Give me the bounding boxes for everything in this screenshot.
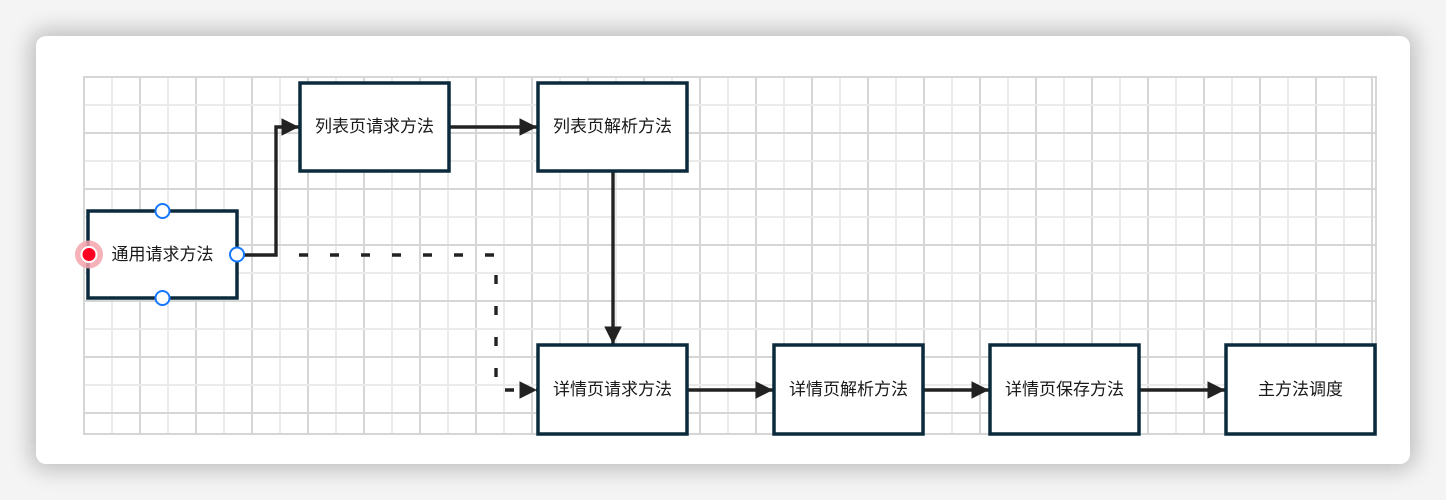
node-label: 通用请求方法 (112, 245, 214, 265)
node-box[interactable] (988, 343, 1141, 436)
node-box[interactable] (1224, 343, 1377, 436)
node-label: 详情页请求方法 (553, 380, 672, 400)
node-detail-req[interactable]: 详情页请求方法 (536, 343, 689, 436)
anchors (75, 203, 245, 306)
node-detail-save[interactable]: 详情页保存方法 (988, 343, 1141, 436)
edge-common-to-list_req[interactable] (238, 118, 299, 257)
node-label: 列表页请求方法 (315, 117, 434, 137)
anchor-bottom-handle[interactable] (154, 290, 171, 306)
anchor-top-handle[interactable] (154, 203, 171, 219)
node-detail-parse[interactable]: 详情页解析方法 (772, 343, 925, 436)
node-box[interactable] (772, 343, 925, 436)
node-label: 主方法调度 (1258, 380, 1343, 400)
grid-border (83, 76, 1377, 435)
node-common[interactable]: 通用请求方法 (86, 209, 239, 300)
node-box[interactable] (536, 343, 689, 436)
anchor-right-handle[interactable] (229, 246, 245, 263)
node-label: 详情页解析方法 (789, 380, 908, 400)
diagram-card (36, 36, 1410, 464)
node-label: 详情页保存方法 (1005, 380, 1124, 400)
node-box[interactable] (536, 81, 689, 173)
edge-common-to-detail_req[interactable] (299, 253, 537, 399)
grid (83, 76, 1377, 435)
node-main[interactable]: 主方法调度 (1224, 343, 1377, 436)
edges (238, 118, 1225, 399)
node-box[interactable] (298, 81, 451, 173)
node-list-parse[interactable]: 列表页解析方法 (536, 81, 689, 173)
node-label: 列表页解析方法 (553, 117, 672, 137)
node-list-req[interactable]: 列表页请求方法 (298, 81, 451, 173)
anchor-left-handle-active[interactable] (80, 246, 98, 263)
